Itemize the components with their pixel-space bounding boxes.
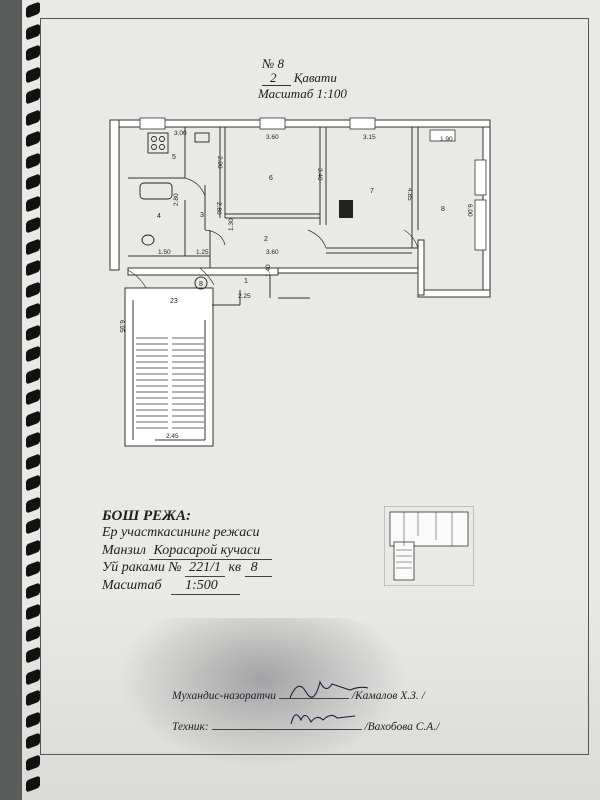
dim-label: 2.25 (238, 293, 251, 300)
fixtures (139, 132, 210, 246)
dim-label: 3.15 (363, 134, 376, 141)
tech-signature-line (211, 719, 362, 730)
address-value: Корасарой кучаси (149, 543, 273, 560)
room-label: 3 (200, 212, 204, 219)
engineer-signature-line (278, 688, 349, 699)
room-label: 23 (170, 298, 178, 305)
scale-row: Масштаб 1:500 (102, 578, 240, 595)
plan-scale: Масштаб 1:100 (258, 86, 347, 101)
scale-label: Масштаб (102, 578, 162, 593)
dim-label: 3.60 (266, 249, 279, 256)
apt-circle (194, 276, 208, 290)
bosh-title: БОШ РЕЖА: (102, 508, 191, 524)
shadow-blob (117, 618, 407, 768)
tech-row: Техник: /Вахобова С.А./ (172, 719, 439, 733)
site-plan-thumbnail (384, 506, 474, 586)
door-arcs (127, 177, 419, 289)
plan-number: № 8 (262, 56, 285, 71)
dim-label: 2.00 (216, 156, 223, 169)
engineer-label: Мухандис-назоратчи (172, 690, 277, 702)
dim-label: 3.00 (174, 130, 187, 137)
bosh-subtitle: Ер участкасининг режаси (102, 525, 260, 540)
dim-label: 3.60 (266, 134, 279, 141)
tech-label: Техник: (172, 721, 209, 733)
room-label: 2 (264, 236, 268, 243)
dim-label: 1.90 (440, 136, 453, 143)
house-label: Уй раками № (102, 560, 182, 575)
dim-label: 6.00 (466, 204, 473, 217)
apt-value: 8 (244, 560, 272, 577)
dim-label: 1.25 (196, 249, 209, 256)
room-label: 7 (370, 188, 374, 195)
dim-label: 3.40 (316, 168, 323, 181)
room-label: 5 (172, 154, 176, 161)
dim-label: 6.95 (118, 320, 125, 333)
room-label: 8 (441, 206, 445, 213)
tech-name: /Вахобова С.А./ (364, 721, 440, 733)
engineer-row: Мухандис-назоратчи /Камалов Х.З. / (172, 688, 425, 702)
dim-label: 1.50 (158, 249, 171, 256)
room-label: 6 (269, 175, 273, 182)
sheet-shade (22, 590, 600, 800)
floor-number: 2 (262, 70, 291, 86)
dim-label: 2.80 (173, 193, 180, 206)
dim-label: 2.80 (215, 202, 222, 215)
dim-label: 4.85 (406, 188, 413, 201)
address-label: Манзил (102, 543, 146, 558)
room-label: 4 (157, 213, 161, 220)
address-row: Манзил Корасарой кучаси (102, 543, 273, 560)
dim-label: 1.30 (228, 218, 235, 231)
house-value: 221/1 (185, 560, 225, 577)
windows (139, 117, 487, 251)
floor-word: Қавати (293, 70, 337, 85)
engineer-name: /Камалов Х.З. / (351, 690, 425, 702)
page-frame (40, 18, 589, 755)
room-label: 1 (244, 278, 248, 285)
stove-block (339, 200, 353, 218)
stairs (136, 337, 204, 429)
dim-label: 1.40 (265, 264, 272, 277)
apt-label: кв (228, 560, 242, 575)
house-row: Уй раками № 221/1 кв 8 (102, 560, 272, 577)
document-sheet (22, 0, 600, 800)
dim-label: 2.45 (166, 433, 179, 440)
scale-value: 1:500 (171, 578, 240, 595)
room-label: 8 (199, 281, 203, 288)
tech-signature (290, 714, 356, 725)
floor-title: 2 Қавати (262, 70, 337, 86)
engineer-signature (289, 680, 369, 699)
walls (109, 119, 491, 447)
